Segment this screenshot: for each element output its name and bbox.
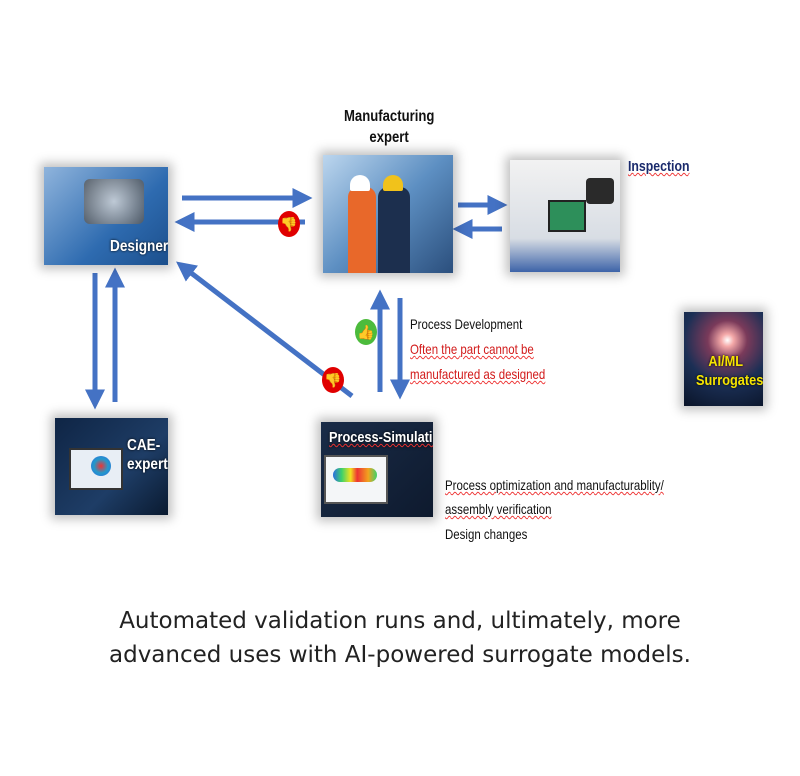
- simulation-label: Process-Simulation: [329, 429, 433, 446]
- simulation-image: Process-Simulation: [321, 422, 433, 517]
- design-changes-note: Design changes: [445, 526, 528, 542]
- cae-image: CAE- expert: [55, 418, 168, 515]
- caption-line-1: Automated validation runs and, ultimatel…: [119, 608, 681, 634]
- thumbs-down-icon: 👎: [322, 367, 344, 393]
- manufacturing-title: Manufacturing expert: [344, 108, 435, 146]
- aiml-image: AI/ML Surrogates: [684, 312, 763, 406]
- designer-image: Designer: [44, 167, 168, 265]
- aiml-label: AI/ML Surrogates: [696, 353, 763, 389]
- optimization-note-2: assembly verification: [445, 501, 552, 517]
- thumbs-up-icon: 👍: [355, 319, 377, 345]
- cae-label: CAE- expert: [127, 437, 168, 473]
- thumbs-down-icon: 👎: [278, 211, 300, 237]
- inspection-label: Inspection: [628, 158, 690, 175]
- inspection-image: [510, 160, 620, 272]
- often-note-2: manufactured as designed: [410, 366, 546, 382]
- optimization-note-1: Process optimization and manufacturablit…: [445, 477, 664, 493]
- process-development-note: Process Development: [410, 316, 523, 332]
- manufacturing-image: [323, 155, 453, 273]
- designer-label: Designer: [110, 238, 168, 255]
- caption-line-2: advanced uses with AI-powered surrogate …: [109, 642, 691, 668]
- often-note-1: Often the part cannot be: [410, 341, 534, 357]
